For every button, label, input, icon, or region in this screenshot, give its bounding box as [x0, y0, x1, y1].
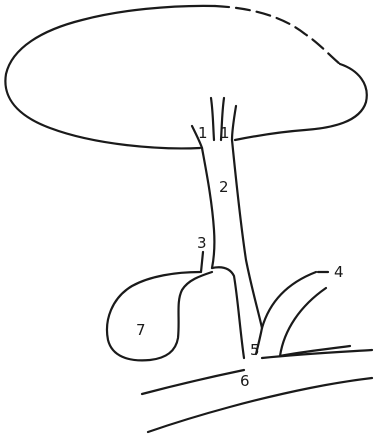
- label-3: 3: [197, 234, 207, 252]
- liver-outline: [5, 6, 215, 149]
- duodenum-upper-wall: [142, 370, 244, 394]
- label-1-left: 1: [198, 124, 208, 142]
- liver-outline-right: [235, 64, 367, 140]
- duodenum-lower-wall: [148, 378, 372, 432]
- hepatic-duct-inner-left: [211, 98, 214, 140]
- common-bile-duct-left-wall: [212, 267, 244, 358]
- pancreatic-duct-upper: [262, 272, 316, 328]
- label-1-right: 1: [220, 124, 230, 142]
- liver-outline-dashed: [215, 6, 340, 64]
- label-2: 2: [219, 178, 229, 196]
- label-4: 4: [334, 263, 344, 281]
- gallbladder-outline: [107, 272, 212, 360]
- label-6: 6: [240, 372, 250, 390]
- label-7: 7: [136, 321, 146, 339]
- cystic-duct-pointer: [201, 252, 203, 272]
- right-hepatic-duct: [232, 106, 236, 140]
- pancreatic-duct-lower: [280, 288, 326, 356]
- label-5: 5: [250, 341, 260, 359]
